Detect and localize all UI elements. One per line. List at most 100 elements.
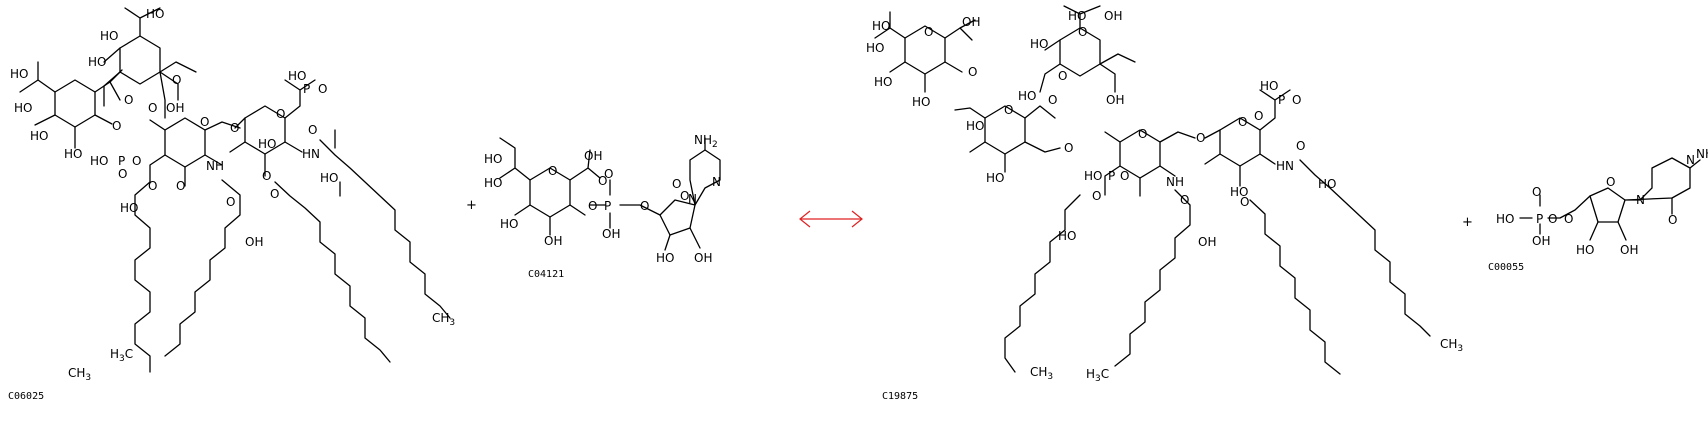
svg-text:O: O xyxy=(604,167,613,181)
svg-text:OH: OH xyxy=(1104,9,1122,23)
svg-text:O: O xyxy=(132,154,141,168)
svg-text:HO: HO xyxy=(258,137,276,151)
svg-text:HO: HO xyxy=(320,171,338,185)
svg-text:HO: HO xyxy=(866,41,884,55)
svg-text:O: O xyxy=(176,179,185,193)
svg-text:O: O xyxy=(1254,109,1263,123)
svg-text:HO: HO xyxy=(90,154,108,168)
svg-text:NH2: NH2 xyxy=(1696,147,1708,164)
svg-text:OH: OH xyxy=(1106,93,1124,107)
svg-text:NH2: NH2 xyxy=(694,133,718,150)
svg-text:CH3: CH3 xyxy=(432,311,455,328)
svg-text:P: P xyxy=(1278,93,1285,107)
svg-text:H3C: H3C xyxy=(110,347,133,364)
svg-text:O: O xyxy=(1138,127,1147,141)
svg-text:OH: OH xyxy=(1198,235,1216,249)
svg-text:O: O xyxy=(262,169,271,183)
svg-text:O: O xyxy=(270,187,279,201)
svg-text:OH: OH xyxy=(1620,243,1638,257)
svg-text:O: O xyxy=(1240,195,1249,209)
svg-text:O: O xyxy=(1004,103,1013,117)
svg-text:O: O xyxy=(924,25,933,39)
svg-text:HO: HO xyxy=(1576,243,1594,257)
svg-text:O: O xyxy=(1180,193,1189,207)
svg-text:OH: OH xyxy=(602,227,620,241)
compound-id-c04121: C04121 xyxy=(528,269,564,280)
compound-c04121 xyxy=(499,137,721,251)
svg-text:O: O xyxy=(1064,141,1073,155)
svg-text:HO: HO xyxy=(1230,185,1248,199)
svg-text:HO: HO xyxy=(10,67,28,81)
svg-text:O: O xyxy=(1296,139,1305,153)
compound-id-c06025: C06025 xyxy=(8,391,44,402)
svg-text:HO: HO xyxy=(656,251,674,265)
svg-text:O: O xyxy=(680,189,689,203)
svg-text:O: O xyxy=(276,107,285,121)
svg-text:HO: HO xyxy=(986,171,1004,185)
svg-text:O: O xyxy=(1564,212,1573,226)
svg-text:NH: NH xyxy=(206,159,224,173)
svg-text:N: N xyxy=(688,192,697,206)
svg-text:O: O xyxy=(1668,213,1677,227)
svg-text:OH: OH xyxy=(1532,234,1550,248)
svg-text:HN: HN xyxy=(1276,159,1294,173)
svg-text:HO: HO xyxy=(1496,212,1514,226)
svg-text:N: N xyxy=(712,175,721,189)
plus-sign-1: + xyxy=(466,198,477,213)
svg-text:P: P xyxy=(604,199,611,213)
svg-text:O: O xyxy=(200,115,209,129)
svg-text:HO: HO xyxy=(1318,177,1336,191)
svg-text:O: O xyxy=(1048,93,1057,107)
svg-text:O: O xyxy=(548,164,557,178)
svg-text:HO: HO xyxy=(1030,37,1048,51)
svg-text:O: O xyxy=(1548,212,1557,226)
svg-text:O: O xyxy=(148,101,157,115)
svg-text:O: O xyxy=(1292,93,1301,107)
svg-text:O: O xyxy=(308,123,317,137)
svg-text:O: O xyxy=(226,195,235,209)
svg-text:O: O xyxy=(148,179,157,193)
svg-text:P: P xyxy=(1108,169,1115,183)
compound-c19875 xyxy=(874,5,1431,375)
plus-sign-2: + xyxy=(1462,215,1473,230)
svg-text:O: O xyxy=(112,119,121,133)
svg-text:OH: OH xyxy=(245,235,263,249)
compound-c06025 xyxy=(19,7,451,373)
svg-text:HO: HO xyxy=(30,129,48,143)
svg-text:OH: OH xyxy=(584,149,602,163)
svg-text:CH3: CH3 xyxy=(1440,337,1463,354)
svg-text:N: N xyxy=(1686,153,1695,167)
svg-text:P: P xyxy=(118,154,125,168)
svg-text:HO: HO xyxy=(500,217,518,231)
svg-text:O: O xyxy=(640,199,649,213)
svg-text:HO: HO xyxy=(484,176,502,190)
svg-text:O: O xyxy=(968,65,977,79)
svg-text:O: O xyxy=(1196,131,1205,145)
svg-text:O: O xyxy=(1120,169,1129,183)
svg-text:NH: NH xyxy=(1166,175,1184,189)
svg-text:HO: HO xyxy=(88,55,106,69)
svg-text:OH: OH xyxy=(962,15,980,29)
svg-text:OH: OH xyxy=(166,101,184,115)
svg-text:O: O xyxy=(172,73,181,87)
c19875-atom-labels: HO HO HO HO HO HO OH HO HO HO HO HO OH O… xyxy=(866,9,1463,384)
svg-text:HO: HO xyxy=(288,69,306,83)
svg-text:HN: HN xyxy=(302,147,320,161)
svg-text:O: O xyxy=(1532,185,1541,199)
svg-text:HO: HO xyxy=(146,7,164,21)
svg-text:O: O xyxy=(1078,25,1087,39)
compound-c00055 xyxy=(1519,157,1701,241)
svg-text:HO: HO xyxy=(1058,229,1076,243)
reversible-reaction-arrow xyxy=(799,210,863,228)
svg-text:OH: OH xyxy=(694,251,712,265)
svg-text:O: O xyxy=(588,199,597,213)
svg-text:HO: HO xyxy=(966,119,984,133)
svg-text:O: O xyxy=(1238,115,1247,129)
svg-text:HO: HO xyxy=(912,95,930,109)
c00055-atom-labels: HO P O OH O O O N N NH2 O HO OH xyxy=(1496,147,1708,257)
svg-text:CH3: CH3 xyxy=(68,366,91,383)
c06025-atom-labels: HO HO HO HO HO HO HO OH O O O O O O O HO… xyxy=(10,7,455,383)
compound-id-c00055: C00055 xyxy=(1488,262,1524,273)
svg-text:O: O xyxy=(1606,175,1615,189)
svg-text:O: O xyxy=(598,174,607,188)
